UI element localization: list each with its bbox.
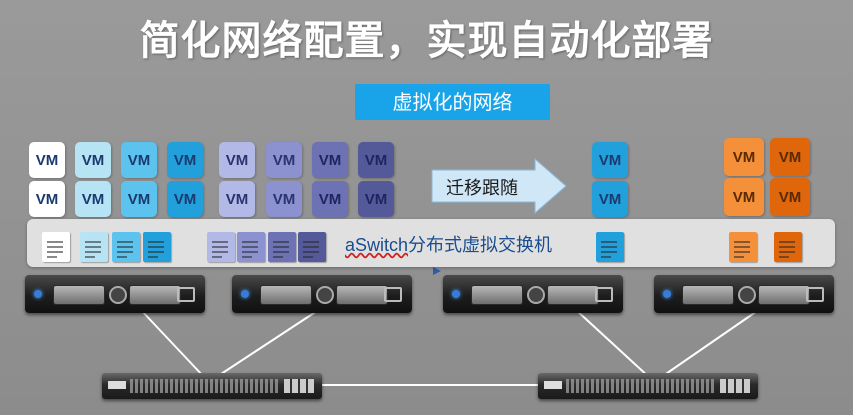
- vm-tile: VM: [724, 178, 764, 216]
- server-led-icon: [34, 290, 42, 298]
- server-led-icon: [663, 290, 671, 298]
- server-bay: [129, 285, 181, 305]
- vm-tile: VM: [219, 181, 255, 217]
- server-bay: [758, 285, 810, 305]
- vm-tile: VM: [75, 181, 111, 217]
- server-bay: [336, 285, 388, 305]
- server-2: [232, 275, 412, 313]
- aswitch-label: aSwitch分布式虚拟交换机: [345, 231, 552, 257]
- switch-uplinks: [284, 379, 314, 393]
- policy-chip-icon: [268, 232, 296, 262]
- vm-tile: VM: [167, 181, 203, 217]
- vm-tile: VM: [358, 142, 394, 178]
- vm-tile: VM: [312, 142, 348, 178]
- physical-switch-2: [538, 373, 758, 399]
- policy-chip-icon: [596, 232, 624, 262]
- policy-chip-icon: [298, 232, 326, 262]
- server-bay: [682, 285, 734, 305]
- server-knob-icon: [109, 286, 127, 304]
- vm-tile: VM: [724, 138, 764, 176]
- vm-tile: VM: [29, 181, 65, 217]
- server-3: [443, 275, 623, 313]
- policy-chip-icon: [112, 232, 140, 262]
- server-knob-icon: [527, 286, 545, 304]
- migration-follow-label: 迁移跟随: [446, 178, 518, 199]
- policy-chip-icon: [774, 232, 802, 262]
- vm-tile: VM: [358, 181, 394, 217]
- vm-tile: VM: [770, 138, 810, 176]
- policy-chip-icon: [207, 232, 235, 262]
- policy-chip-icon: [143, 232, 171, 262]
- aswitch-name: aSwitch: [345, 235, 409, 255]
- server-slot-icon: [806, 287, 824, 302]
- vm-tile: VM: [592, 142, 628, 178]
- switch-uplinks: [720, 379, 750, 393]
- vm-tile: VM: [770, 178, 810, 216]
- server-bay: [53, 285, 105, 305]
- server-led-icon: [452, 290, 460, 298]
- switch-tag: [108, 381, 126, 389]
- server-slot-icon: [384, 287, 402, 302]
- vm-tile: VM: [121, 142, 157, 178]
- policy-chip-icon: [237, 232, 265, 262]
- server-bay: [260, 285, 312, 305]
- server-slot-icon: [177, 287, 195, 302]
- server-bay: [471, 285, 523, 305]
- vm-tile: VM: [75, 142, 111, 178]
- server-knob-icon: [738, 286, 756, 304]
- vm-tile: VM: [266, 181, 302, 217]
- switch-ports: [130, 379, 280, 393]
- aswitch-description: 分布式虚拟交换机: [408, 235, 553, 255]
- vm-tile: VM: [312, 181, 348, 217]
- policy-chip-icon: [42, 232, 70, 262]
- physical-switch-1: [102, 373, 322, 399]
- policy-chip-icon: [729, 232, 757, 262]
- subtitle-banner: 虚拟化的网络: [355, 84, 550, 120]
- switch-ports: [566, 379, 716, 393]
- server-slot-icon: [595, 287, 613, 302]
- server-4: [654, 275, 834, 313]
- switch-tag: [544, 381, 562, 389]
- vm-tile: VM: [167, 142, 203, 178]
- vm-tile: VM: [29, 142, 65, 178]
- server-bay: [547, 285, 599, 305]
- vm-tile: VM: [219, 142, 255, 178]
- server-knob-icon: [316, 286, 334, 304]
- vm-tile: VM: [266, 142, 302, 178]
- policy-chip-icon: [80, 232, 108, 262]
- server-led-icon: [241, 290, 249, 298]
- server-1: [25, 275, 205, 313]
- page-title: 简化网络配置，实现自动化部署: [139, 18, 714, 64]
- vm-tile: VM: [121, 181, 157, 217]
- vm-tile: VM: [592, 181, 628, 217]
